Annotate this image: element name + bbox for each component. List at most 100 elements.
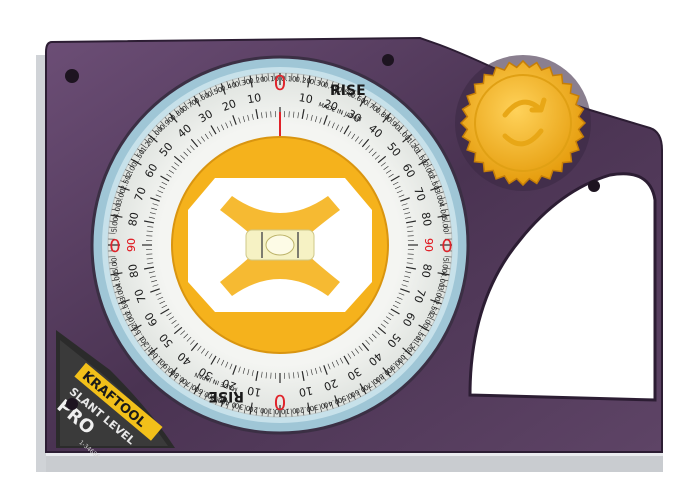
dial-tick <box>390 367 396 374</box>
dial-tick <box>325 403 328 411</box>
dial-tick <box>382 112 392 123</box>
dial-tick <box>267 73 269 81</box>
dial-tick <box>261 371 263 378</box>
dial-tick <box>388 312 394 317</box>
adjustment-knob[interactable] <box>455 55 591 191</box>
dial-tick <box>291 409 293 417</box>
dial-tick <box>168 169 175 174</box>
dial-tick <box>160 121 166 127</box>
dial-tick <box>160 363 166 369</box>
dial-tick <box>183 333 189 339</box>
degree-label: 20 <box>220 97 238 114</box>
dial-tick <box>261 73 264 81</box>
rise-label: 0.30 <box>309 78 326 89</box>
dial-tick <box>110 272 123 276</box>
dial-tick <box>405 216 412 219</box>
dial-tick <box>402 347 413 357</box>
dial-tick <box>147 262 154 264</box>
dial-tick <box>183 151 189 157</box>
dial-tick <box>166 173 172 178</box>
dial-tick <box>118 299 130 305</box>
dial-tick <box>357 92 361 100</box>
degree-label: 20 <box>322 97 340 114</box>
dial-tick <box>210 355 217 365</box>
dial-tick <box>367 98 372 106</box>
rise-label: 0.30 <box>234 78 251 89</box>
rise-label: 0.30 <box>309 401 326 412</box>
dial-tick <box>314 76 317 84</box>
dial-tick <box>306 370 309 377</box>
dial-tick <box>247 369 250 376</box>
dial-tick <box>161 304 168 309</box>
dial-tick <box>430 311 438 316</box>
degree-label: 80 <box>419 211 434 227</box>
dial-tick <box>166 312 172 317</box>
dial-tick <box>210 125 217 135</box>
rise-label: 4.00 <box>437 202 448 219</box>
dial-tick <box>149 275 156 278</box>
dial-tick <box>301 108 305 120</box>
dial-tick <box>226 81 230 89</box>
degree-label: 20 <box>220 376 238 393</box>
dial-tick <box>436 295 444 299</box>
dial-tick <box>334 395 340 407</box>
dial-tick <box>405 220 417 224</box>
dial-tick <box>325 79 328 87</box>
dial-tick <box>232 115 237 125</box>
dial-tick <box>418 324 430 332</box>
dial-tick <box>402 207 409 210</box>
degree-label: 60 <box>142 310 160 329</box>
dial-tick <box>392 304 399 309</box>
dial-tick <box>108 232 116 234</box>
dial-tick <box>432 180 440 184</box>
brand-block: KRAFTOOL SLANT LEVEL PRO 1-34686 <box>53 362 163 461</box>
dial-tick <box>314 406 317 414</box>
dial-tick <box>371 333 377 339</box>
dial-tick <box>323 365 328 375</box>
dial-tick <box>400 288 410 293</box>
dial-tick <box>327 363 331 370</box>
dial-tick <box>430 299 442 305</box>
dial-tick <box>352 90 356 97</box>
rise-label: 4.00 <box>112 271 123 288</box>
dial-tick <box>327 120 331 127</box>
dial-tick <box>394 363 400 369</box>
dial-tick <box>109 267 117 270</box>
dial-tick <box>159 300 166 304</box>
dial-tick <box>133 332 141 337</box>
dial-tick <box>157 190 164 194</box>
dial-tick <box>302 74 305 82</box>
dial-tick <box>110 214 123 218</box>
dial-tick <box>199 92 203 100</box>
dial-tick <box>152 203 159 206</box>
dial-tick <box>335 124 339 131</box>
dial-tick <box>428 169 435 173</box>
dial-tick <box>157 296 164 300</box>
dial-tick <box>407 230 414 232</box>
dial-tick <box>293 111 295 118</box>
dial-tick <box>204 133 209 140</box>
dial-tick <box>173 155 183 164</box>
dial-tick <box>151 280 158 283</box>
rise-label: 4.00 <box>437 271 448 288</box>
rise-label: 0.20 <box>295 404 312 414</box>
dial-tick <box>208 131 213 137</box>
dial-tick <box>402 133 413 143</box>
degree-label: 60 <box>142 161 160 180</box>
dial-tick <box>265 372 267 379</box>
dial-tick <box>430 185 442 191</box>
degree-label: 30 <box>345 365 364 383</box>
dial-tick <box>243 406 246 414</box>
dial-tick <box>402 129 409 135</box>
dial-tick <box>226 401 230 409</box>
dial-tick <box>209 395 214 403</box>
dial-tick <box>108 226 116 229</box>
degree-label: 80 <box>126 263 141 279</box>
dial-tick <box>383 319 389 325</box>
dial-tick <box>392 181 399 186</box>
dial-tick <box>209 87 214 95</box>
rise-label: 0.10 <box>263 75 279 84</box>
dial-tick <box>242 116 245 123</box>
dial-tick <box>111 208 119 211</box>
